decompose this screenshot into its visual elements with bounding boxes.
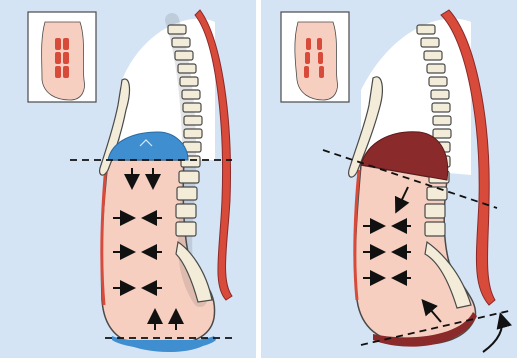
panel-tilted	[261, 0, 517, 358]
torso-inset-icon	[281, 12, 349, 102]
panel-aligned-svg	[0, 0, 256, 358]
torso-inset-icon	[28, 12, 96, 102]
panel-aligned	[0, 0, 256, 358]
panel-tilted-svg	[261, 0, 517, 358]
